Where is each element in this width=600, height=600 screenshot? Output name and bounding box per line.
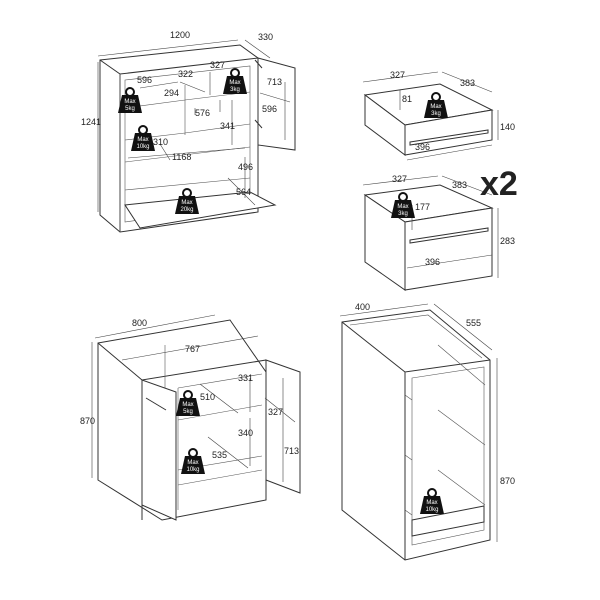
dim-label: 341 — [220, 121, 235, 131]
svg-text:Max: Max — [182, 402, 193, 408]
dim-label: 800 — [132, 318, 147, 328]
left-door — [141, 379, 177, 521]
dim-label: 294 — [164, 88, 179, 98]
svg-text:Max: Max — [426, 500, 437, 506]
dim-label: 870 — [80, 416, 95, 426]
dim-label: 1168 — [172, 152, 191, 162]
dim-label: 327 — [392, 174, 407, 184]
sideboard-door — [257, 57, 296, 151]
dim-label: 576 — [195, 108, 210, 118]
svg-text:Max: Max — [181, 200, 192, 206]
dim-label: 510 — [200, 392, 215, 402]
dim-label: 140 — [500, 122, 515, 132]
svg-text:Max: Max — [430, 104, 441, 110]
svg-text:Max: Max — [229, 80, 240, 86]
dim-label: 713 — [267, 77, 282, 87]
svg-text:5kg: 5kg — [125, 106, 135, 112]
dim-width: 1200 — [170, 30, 190, 40]
svg-text:20kg: 20kg — [180, 207, 193, 213]
base-cabinet-drawing: 800 767 331 510 327 340 535 713 870 Max5… — [80, 314, 301, 521]
dim-label: 535 — [212, 450, 227, 460]
dim-label: 383 — [460, 78, 475, 88]
dim-label: 555 — [466, 318, 481, 328]
dim-label: 331 — [238, 373, 253, 383]
dim-label: 396 — [415, 142, 430, 152]
quantity-label: x2 — [480, 165, 518, 203]
dim-label: 340 — [238, 428, 253, 438]
svg-text:3kg: 3kg — [230, 87, 240, 93]
svg-text:5kg: 5kg — [183, 409, 193, 415]
dim-label: 322 — [178, 69, 193, 79]
svg-text:3kg: 3kg — [431, 111, 441, 117]
svg-text:10kg: 10kg — [136, 144, 149, 150]
svg-text:Max: Max — [137, 137, 148, 143]
svg-text:Max: Max — [187, 460, 198, 466]
svg-text:3kg: 3kg — [398, 211, 408, 217]
dim-label: 383 — [452, 180, 467, 190]
dim-label: 596 — [137, 75, 152, 85]
dim-label: 870 — [500, 476, 515, 486]
dim-label: 310 — [153, 137, 168, 147]
dim-height: 1241 — [81, 117, 101, 127]
dim-label: 283 — [500, 236, 515, 246]
sideboard-drawing: 1200 330 1241 596 322 327 294 576 596 71… — [81, 30, 296, 233]
dim-label: 327 — [268, 407, 283, 417]
dim-label: 81 — [402, 94, 412, 104]
dim-label: 767 — [185, 344, 200, 354]
dim-label: 400 — [355, 302, 370, 312]
svg-text:10kg: 10kg — [425, 507, 438, 513]
dim-label: 327 — [210, 60, 225, 70]
svg-text:Max: Max — [397, 204, 408, 210]
svg-text:10kg: 10kg — [186, 467, 199, 473]
dim-label: 713 — [284, 446, 299, 456]
dim-label: 496 — [238, 162, 253, 172]
dim-label: 177 — [415, 202, 430, 212]
dim-label: 327 — [390, 70, 405, 80]
dim-label: 396 — [425, 257, 440, 267]
dim-depth: 330 — [258, 32, 273, 42]
dim-label: 596 — [262, 104, 277, 114]
dim-label: 564 — [236, 187, 251, 197]
svg-text:Max: Max — [124, 99, 135, 105]
